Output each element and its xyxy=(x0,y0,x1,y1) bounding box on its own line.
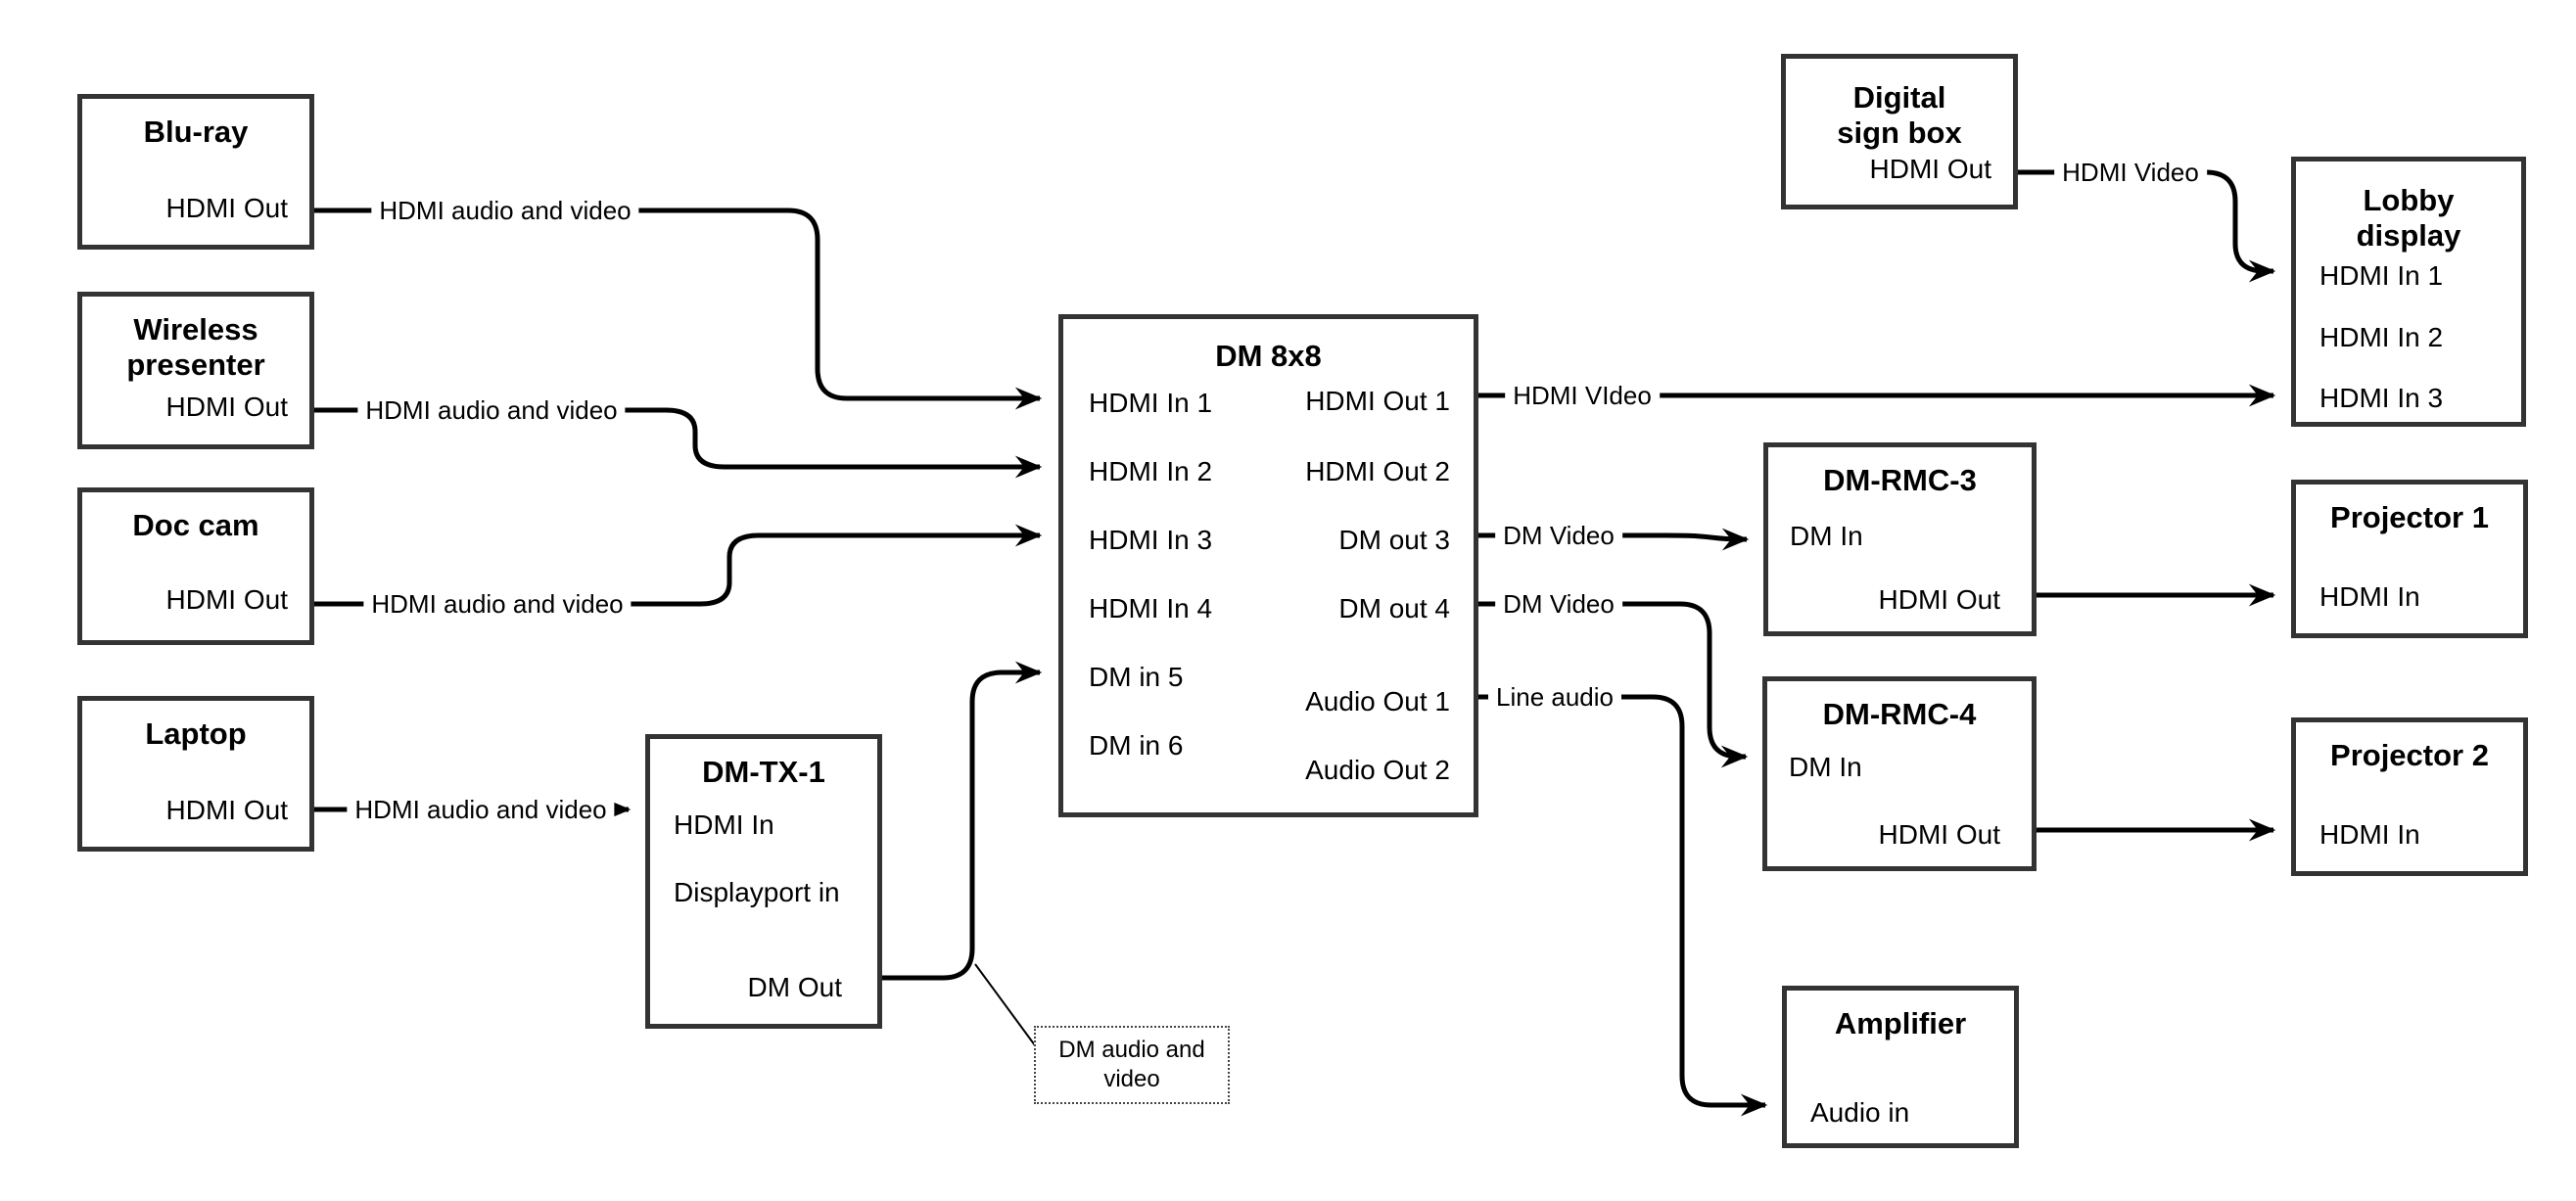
port-lobby-hdmi-in1: HDMI In 1 xyxy=(2319,260,2444,291)
port-wireless-hdmi-out: HDMI Out xyxy=(165,392,288,422)
node-laptop-title: Laptop xyxy=(145,716,247,751)
port-dm8x8-dm-in5: DM in 5 xyxy=(1089,662,1184,692)
node-projector1: Projector 1 HDMI In xyxy=(2291,480,2528,638)
wire-label-doccam: HDMI audio and video xyxy=(363,589,632,619)
wire-label-dm-out3: DM Video xyxy=(1495,521,1622,550)
node-dm8x8: DM 8x8 HDMI In 1 HDMI In 2 HDMI In 3 HDM… xyxy=(1058,314,1478,817)
port-dm8x8-dm-out3: DM out 3 xyxy=(1338,525,1450,555)
wire-dm8x8-out3-to-rmc3 xyxy=(1478,528,1750,551)
wire-label-audio-out1: Line audio xyxy=(1488,682,1621,712)
port-dmtx1-displayport-in: Displayport in xyxy=(674,877,840,907)
port-dm8x8-hdmi-in3: HDMI In 3 xyxy=(1089,525,1213,555)
port-lobby-hdmi-in3: HDMI In 3 xyxy=(2319,383,2444,413)
node-wireless-title: Wireless presenter xyxy=(126,312,265,382)
port-dm8x8-hdmi-in1: HDMI In 1 xyxy=(1089,388,1213,418)
wire-digitalsign-to-lobby-in1 xyxy=(2018,169,2276,283)
node-dm-rmc-4: DM-RMC-4 DM In HDMI Out xyxy=(1762,676,2037,871)
node-dmtx1-title: DM-TX-1 xyxy=(702,755,825,789)
node-rmc4-title: DM-RMC-4 xyxy=(1822,697,1977,731)
node-dm8x8-title: DM 8x8 xyxy=(1215,339,1322,373)
port-dm8x8-dm-out4: DM out 4 xyxy=(1338,593,1450,624)
port-dm8x8-hdmi-in4: HDMI In 4 xyxy=(1089,593,1213,624)
wire-label-dm-out4: DM Video xyxy=(1495,589,1622,619)
port-rmc4-hdmi-out: HDMI Out xyxy=(1878,819,2000,850)
port-digital-sign-hdmi-out: HDMI Out xyxy=(1869,154,1991,184)
port-dm8x8-dm-in6: DM in 6 xyxy=(1089,730,1184,761)
node-amplifier: Amplifier Audio in xyxy=(1782,986,2019,1148)
wire-label-wireless: HDMI audio and video xyxy=(357,395,626,425)
port-dmtx1-dm-out: DM Out xyxy=(747,972,842,1002)
wire-doccam-to-dm8x8-in3 xyxy=(314,524,1043,607)
node-amplifier-title: Amplifier xyxy=(1834,1006,1967,1040)
wire-dm8x8-audio1-to-amplifier xyxy=(1478,694,1768,1117)
node-laptop: Laptop HDMI Out xyxy=(77,696,314,852)
node-lobby-display: Lobby display HDMI In 1 HDMI In 2 HDMI I… xyxy=(2291,157,2526,427)
note-pointer-line xyxy=(974,963,1036,1046)
port-dmtx1-hdmi-in: HDMI In xyxy=(674,809,774,840)
node-wireless-presenter: Wireless presenter HDMI Out xyxy=(77,292,314,449)
port-dm8x8-hdmi-out1: HDMI Out 1 xyxy=(1305,386,1450,416)
node-rmc3-title: DM-RMC-3 xyxy=(1823,463,1977,497)
node-projector1-title: Projector 1 xyxy=(2330,500,2489,534)
node-projector2: Projector 2 HDMI In xyxy=(2291,717,2528,876)
node-bluray: Blu-ray HDMI Out xyxy=(77,94,314,250)
port-doccam-hdmi-out: HDMI Out xyxy=(165,584,288,615)
port-rmc4-dm-in: DM In xyxy=(1789,752,1862,782)
node-projector2-title: Projector 2 xyxy=(2330,738,2489,772)
port-dm8x8-hdmi-out2: HDMI Out 2 xyxy=(1305,456,1450,486)
port-projector2-hdmi-in: HDMI In xyxy=(2319,819,2420,850)
wire-label-bluray: HDMI audio and video xyxy=(371,196,639,225)
wire-bluray-to-dm8x8-in1 xyxy=(314,208,1043,410)
port-lobby-hdmi-in2: HDMI In 2 xyxy=(2319,322,2444,352)
note-dm-audio-video: DM audio and video xyxy=(1034,1026,1230,1104)
port-bluray-hdmi-out: HDMI Out xyxy=(165,193,288,223)
port-amplifier-audio-in: Audio in xyxy=(1810,1097,1910,1128)
wire-wireless-to-dm8x8-in2 xyxy=(314,407,1043,479)
wire-label-laptop: HDMI audio and video xyxy=(347,795,615,824)
wire-dm8x8-out4-to-rmc4 xyxy=(1478,601,1749,768)
port-dm8x8-audio-out1: Audio Out 1 xyxy=(1305,686,1450,716)
wire-dmtx1-to-dm8x8-in5 xyxy=(882,661,1043,981)
wire-label-digital-sign: HDMI Video xyxy=(2054,158,2207,187)
node-digital-sign-box: Digital sign box HDMI Out xyxy=(1781,54,2018,209)
node-digital-sign-title: Digital sign box xyxy=(1837,80,1962,150)
node-bluray-title: Blu-ray xyxy=(143,115,249,149)
node-lobby-title: Lobby display xyxy=(2356,183,2461,253)
port-dm8x8-audio-out2: Audio Out 2 xyxy=(1305,755,1450,785)
port-dm8x8-hdmi-in2: HDMI In 2 xyxy=(1089,456,1213,486)
node-dmtx1: DM-TX-1 HDMI In Displayport in DM Out xyxy=(645,734,882,1029)
wire-label-hdmi-out1: HDMI VIdeo xyxy=(1505,381,1660,410)
node-dm-rmc-3: DM-RMC-3 DM In HDMI Out xyxy=(1763,442,2037,636)
port-rmc3-hdmi-out: HDMI Out xyxy=(1878,584,2000,615)
node-doccam-title: Doc cam xyxy=(132,508,259,542)
port-rmc3-dm-in: DM In xyxy=(1790,521,1863,551)
port-projector1-hdmi-in: HDMI In xyxy=(2319,581,2420,612)
port-laptop-hdmi-out: HDMI Out xyxy=(165,795,288,825)
node-doccam: Doc cam HDMI Out xyxy=(77,487,314,645)
